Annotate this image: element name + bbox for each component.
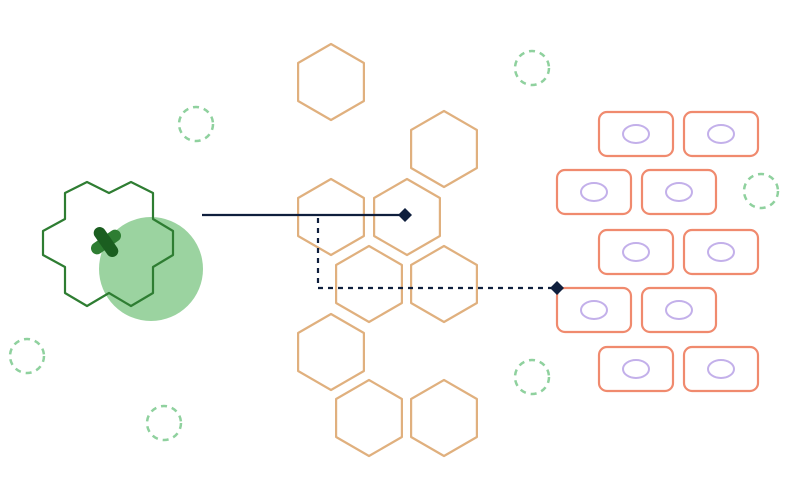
nucleus-icon — [622, 124, 650, 144]
hexagon-icon — [335, 378, 403, 458]
dashed-circle-icon — [742, 172, 780, 210]
cell-membrane — [555, 168, 633, 216]
green-cluster — [41, 180, 203, 321]
nucleus-icon — [622, 242, 650, 262]
rounded-cell-icon — [682, 228, 760, 276]
green-x-particle-icon — [90, 226, 122, 258]
dashed-circles-layer — [8, 49, 780, 442]
dashed-circle-icon — [513, 49, 551, 87]
hexagon-group — [297, 42, 478, 458]
nucleus-icon — [580, 182, 608, 202]
dashed-circle-icon — [8, 337, 46, 375]
hexagon-icon — [373, 177, 441, 257]
rounded-cell-icon — [682, 110, 760, 158]
cell-membrane — [640, 286, 718, 334]
hexagon-icon — [297, 177, 365, 257]
rounded-cell-icon — [597, 345, 675, 393]
rounded-cell-icon — [597, 228, 675, 276]
nucleus-icon — [707, 242, 735, 262]
hexagon-icon — [297, 42, 365, 122]
cell-membrane — [640, 168, 718, 216]
rounded-cell-icon — [555, 286, 633, 334]
dashed-circle-icon — [145, 404, 183, 442]
nucleus-icon — [580, 300, 608, 320]
cell-membrane — [682, 228, 760, 276]
hexagon-icon — [297, 312, 365, 392]
nucleus-icon — [665, 300, 693, 320]
cell-membrane — [682, 345, 760, 393]
green-hexagon-cluster-icon — [41, 180, 175, 308]
rounded-cell-icon — [597, 110, 675, 158]
hexagon-icon — [335, 244, 403, 324]
nucleus-icon — [707, 124, 735, 144]
nucleus-icon — [622, 359, 650, 379]
hexagon-icon — [410, 378, 478, 458]
nucleus-icon — [707, 359, 735, 379]
cell-group — [555, 110, 760, 393]
dashed-circle-icon — [513, 358, 551, 396]
nucleus-icon — [665, 182, 693, 202]
connectors-layer — [202, 208, 564, 295]
virus-arm-vertical — [93, 226, 119, 258]
dashed-circle-icon — [177, 105, 215, 143]
rounded-cell-icon — [640, 168, 718, 216]
cell-membrane — [555, 286, 633, 334]
diamond-arrowhead-icon — [550, 281, 564, 295]
rounded-cell-icon — [682, 345, 760, 393]
cell-membrane — [597, 110, 675, 158]
cell-membrane — [597, 345, 675, 393]
cell-membrane — [682, 110, 760, 158]
hexagon-icon — [410, 244, 478, 324]
hexagon-icon — [410, 109, 478, 189]
cell-membrane — [597, 228, 675, 276]
rounded-cell-icon — [555, 168, 633, 216]
diamond-arrowhead-icon — [398, 208, 412, 222]
rounded-cell-icon — [640, 286, 718, 334]
green-blob — [99, 217, 203, 321]
dashed-connector-line — [316, 218, 557, 290]
